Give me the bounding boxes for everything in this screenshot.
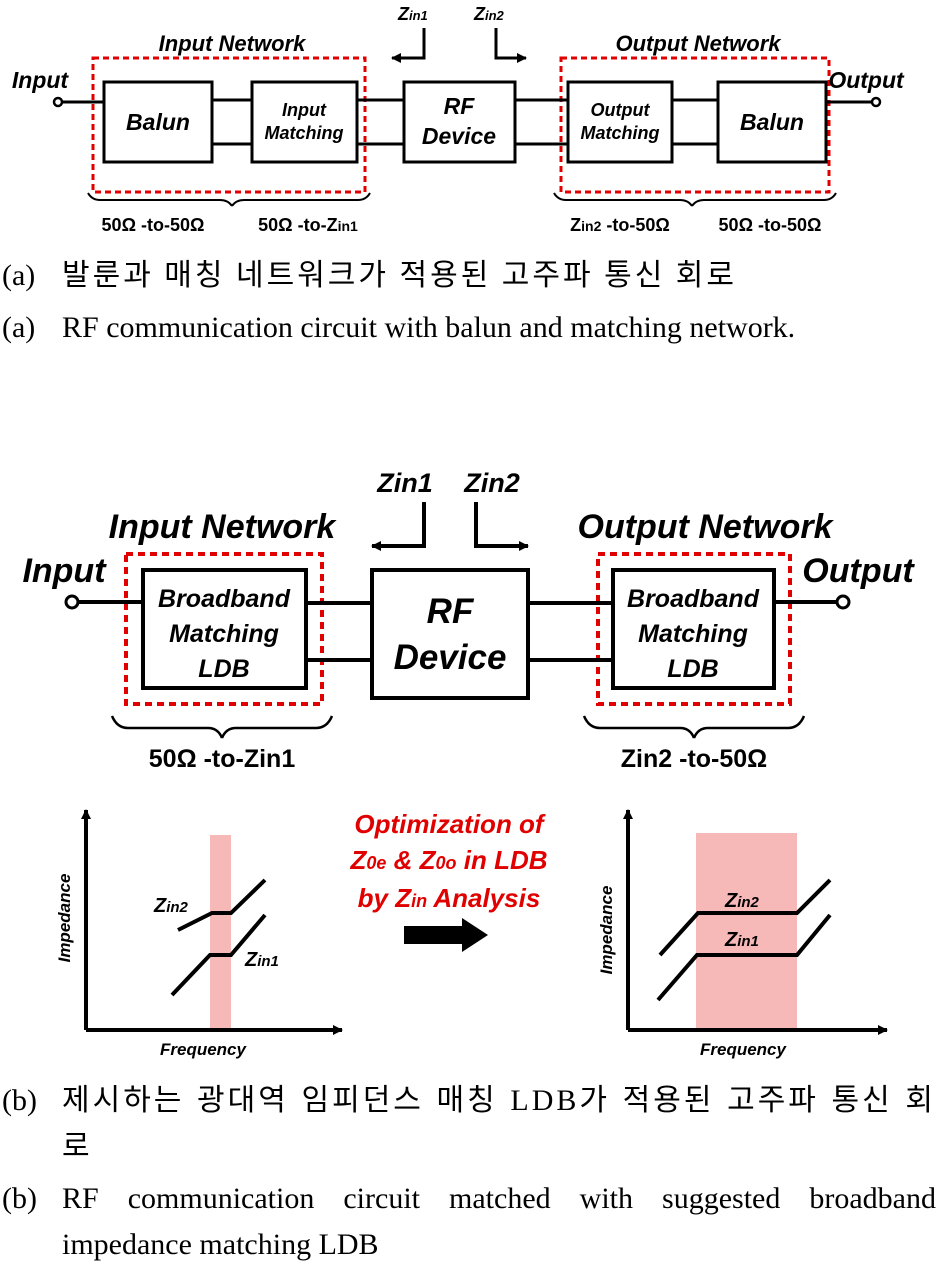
fig-a-balun-in-label: Balun (126, 109, 190, 135)
fig-a-diagram: Input Network Output Network Input Outpu… (12, 4, 905, 235)
right-ylabel: Impedance (597, 886, 616, 975)
opt-line-3: by Zin Analysis (358, 883, 541, 913)
fig-a-input-network-box (91, 56, 367, 194)
caption-b-ko-text: 제시하는 광대역 임피던스 매칭 LDB가 적용된 고주파 통신 회로 (62, 1084, 936, 1163)
caption-a-ko-number: (a) (2, 259, 36, 292)
fig-b-optimization-note: Optimization of Z0e & Z0o in LDB by Zin … (349, 809, 548, 952)
fig-a-rf-device-label-2: Device (422, 123, 496, 149)
fig-b-output-network-box (596, 552, 792, 706)
fig-a-zin1-arrow (391, 28, 426, 63)
fig-a-balun-in-box (102, 80, 214, 164)
fig-a-zin2-label: Zin2 (473, 4, 505, 24)
fig-a-output-label: Output (828, 67, 905, 93)
left-zin2-label: Zin2 (153, 895, 189, 917)
fig-b-ldb-out-box (611, 568, 776, 690)
fig-a-brace-2: 50Ω -to-Zin1 (258, 215, 358, 235)
fig-a-output-matching-box (566, 80, 674, 164)
fig-b-ldb-in-box (141, 568, 308, 690)
caption-b-ko-number: (b) (2, 1084, 37, 1117)
fig-b-input-label: Input (22, 552, 107, 590)
fig-b-ldb-out-label-2: Matching (638, 620, 748, 648)
opt-line-2: Z0e & Z0o in LDB (349, 845, 547, 875)
fig-b-rf-device-label-1: RF (427, 592, 475, 631)
fig-b-ldb-out-label-3: LDB (667, 655, 718, 683)
fig-a-output-network-box (559, 56, 831, 194)
caption-b-ko: (b) 제시하는 광대역 임피던스 매칭 LDB가 적용된 고주파 통신 회로 (0, 1078, 936, 1170)
left-xlabel: Frequency (160, 1040, 248, 1059)
fig-b-input-network-label: Input Network (109, 508, 338, 546)
fig-b-rf-device-label-2: Device (394, 638, 507, 677)
left-zin2-curve (177, 878, 267, 932)
caption-b-en-text: RF communication circuit matched with su… (62, 1182, 936, 1261)
fig-a-brace-3: Zin2 -to-50Ω (570, 215, 670, 235)
fig-b-graph-right: Zin2 Zin1 Impedance Frequency (597, 809, 888, 1059)
fig-b-brace-in: 50Ω -to-Zin1 (149, 745, 296, 773)
fig-a-input-matching-box (250, 80, 359, 164)
fig-a-input-label: Input (12, 67, 70, 93)
fig-b-brace-out: Zin2 -to-50Ω (621, 745, 767, 773)
opt-block-arrow (404, 918, 488, 952)
fig-b-output-label: Output (802, 552, 915, 590)
fig-b-zin2-arrow (474, 502, 529, 551)
fig-a-rf-device-box (402, 80, 517, 164)
fig-b-diagram: Input Network Output Network Zin1 Zin2 I… (22, 468, 915, 773)
fig-a-input-matching-label-2: Matching (265, 123, 344, 143)
fig-a-brace-4: 50Ω -to-50Ω (719, 215, 822, 235)
right-graph-band (696, 833, 797, 1030)
left-ylabel: Impedance (55, 874, 74, 963)
right-zin1-label: Zin1 (724, 929, 759, 951)
fig-a-input-network-label: Input Network (159, 31, 307, 56)
opt-line-1: Optimization of (354, 809, 546, 839)
fig-a-input-matching-label-1: Input (282, 100, 327, 120)
caption-a-ko-text: 발룬과 매칭 네트워크가 적용된 고주파 통신 회로 (62, 259, 737, 292)
right-xlabel: Frequency (700, 1040, 788, 1059)
right-zin2-curve (658, 878, 832, 957)
fig-b-input-network-box (124, 552, 324, 706)
fig-b-zin1-arrow (371, 502, 426, 551)
right-zin2-label: Zin2 (724, 890, 760, 912)
fig-b-zin1-label: Zin1 (376, 468, 433, 498)
fig-a-brace-1: 50Ω -to-50Ω (102, 215, 205, 235)
fig-a-zin1-label: Zin1 (397, 4, 428, 24)
fig-b-output-terminal (835, 594, 851, 610)
caption-a-en: (a) RF communication circuit with balun … (0, 305, 936, 351)
right-zin1-curve (656, 913, 832, 1002)
caption-a-en-text: RF communication circuit with balun and … (62, 311, 796, 344)
fig-a-input-terminal (52, 96, 64, 108)
fig-a-balun-out-label: Balun (740, 109, 804, 135)
fig-a-output-network-label: Output Network (616, 31, 783, 56)
fig-a-output-matching-label-2: Matching (581, 123, 660, 143)
left-zin1-label: Zin1 (244, 949, 279, 971)
left-zin1-curve (170, 913, 267, 997)
fig-b-ldb-in-label-1: Broadband (158, 585, 291, 613)
fig-a-zin2-arrow (494, 28, 527, 63)
fig-b-input-terminal (64, 594, 80, 610)
fig-a-rf-device-label-1: RF (444, 93, 476, 119)
caption-b-en: (b) RF communication circuit matched wit… (0, 1176, 936, 1268)
caption-a-en-number: (a) (2, 311, 36, 344)
fig-b-zin2-label: Zin2 (463, 468, 520, 498)
fig-a-output-matching-label-1: Output (591, 100, 651, 120)
fig-b-graph-left: Zin2 Zin1 Impedance Frequency (55, 809, 343, 1059)
fig-b-rf-device-box (370, 568, 530, 700)
fig-b-ldb-in-label-3: LDB (198, 655, 249, 683)
fig-a-balun-out-box (716, 80, 828, 164)
fig-a-output-terminal (870, 96, 882, 108)
left-graph-band (210, 835, 231, 1030)
caption-a-ko: (a) 발룬과 매칭 네트워크가 적용된 고주파 통신 회로 (0, 253, 936, 299)
fig-b-ldb-out-label-1: Broadband (627, 585, 760, 613)
caption-b-en-number: (b) (2, 1182, 37, 1215)
fig-b-output-network-label: Output Network (578, 508, 835, 546)
fig-b-ldb-in-label-2: Matching (169, 620, 279, 648)
